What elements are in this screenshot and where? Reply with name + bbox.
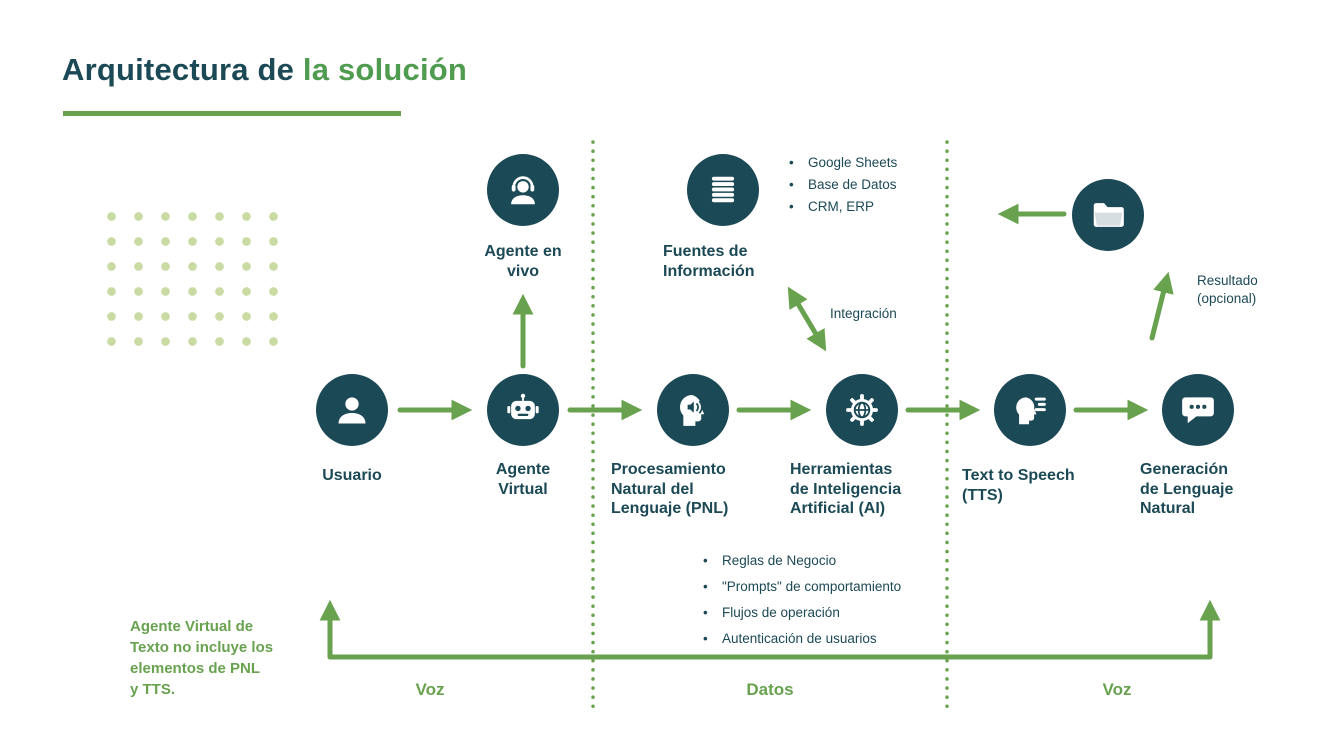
list-item: Google Sheets (786, 152, 897, 174)
arrow-integracion-double (787, 286, 827, 352)
list-item: Autenticación de usuarios (700, 626, 901, 652)
list-item: Base de Datos (786, 174, 897, 196)
folder-icon (1093, 203, 1124, 227)
ai-gear-icon (846, 394, 878, 426)
label-agente-vivo: Agente en vivo (484, 243, 562, 280)
section-label-voz-left: Voz (415, 680, 445, 699)
arrow-resultado (1149, 271, 1174, 341)
label-ai: Herramientas de Inteligencia Artificial … (790, 461, 902, 518)
label-usuario: Usuario (322, 467, 382, 484)
list-item: CRM, ERP (786, 196, 897, 218)
tts-head-icon (1016, 397, 1046, 425)
list-item: Reglas de Negocio (700, 548, 901, 574)
label-agente-virtual: Agente Virtual (495, 461, 551, 498)
speech-bubble-icon (1182, 397, 1214, 424)
title-highlight: la solución (302, 52, 468, 87)
annotation-integracion: Integración (830, 306, 897, 321)
robot-icon (507, 393, 539, 420)
title-prefix: Arquitectura de (62, 52, 303, 87)
page-title: Arquitectura de la solución (62, 52, 467, 88)
label-fuentes: Fuentes de Información (663, 243, 755, 280)
data-stack-icon (711, 176, 735, 203)
node-gln-circle (1162, 374, 1234, 446)
fuentes-bullet-list: Google Sheets Base de Datos CRM, ERP (786, 152, 897, 218)
node-agente-virtual-circle (487, 374, 559, 446)
node-ai-circle (826, 374, 898, 446)
list-item: Flujos de operación (700, 600, 901, 626)
list-item: "Prompts" de comportamiento (700, 574, 901, 600)
label-tts: Text to Speech (TTS) (962, 467, 1075, 504)
node-agente-vivo-circle (487, 154, 559, 226)
title-underline (63, 111, 401, 116)
label-pnl: Procesamiento Natural del Lenguaje (PNL) (611, 461, 729, 518)
dot-grid-decoration (98, 204, 284, 354)
node-pnl-circle (657, 374, 729, 446)
node-fuentes-circle (687, 154, 759, 226)
headset-agent-icon (511, 176, 535, 205)
user-icon (338, 397, 366, 424)
node-folder-circle (1072, 179, 1144, 251)
nlp-head-icon (680, 394, 705, 426)
section-label-voz-right: Voz (1102, 680, 1132, 699)
label-gln: Generación de Lenguaje Natural (1140, 461, 1234, 518)
config-bullet-list: Reglas de Negocio "Prompts" de comportam… (700, 548, 901, 652)
note-agente-virtual-texto: Agente Virtual de Texto no incluye los e… (130, 618, 274, 698)
node-usuario-circle (316, 374, 388, 446)
annotation-resultado: Resultado (opcional) (1197, 273, 1258, 307)
node-tts-circle (994, 374, 1066, 446)
section-label-datos: Datos (746, 680, 794, 699)
